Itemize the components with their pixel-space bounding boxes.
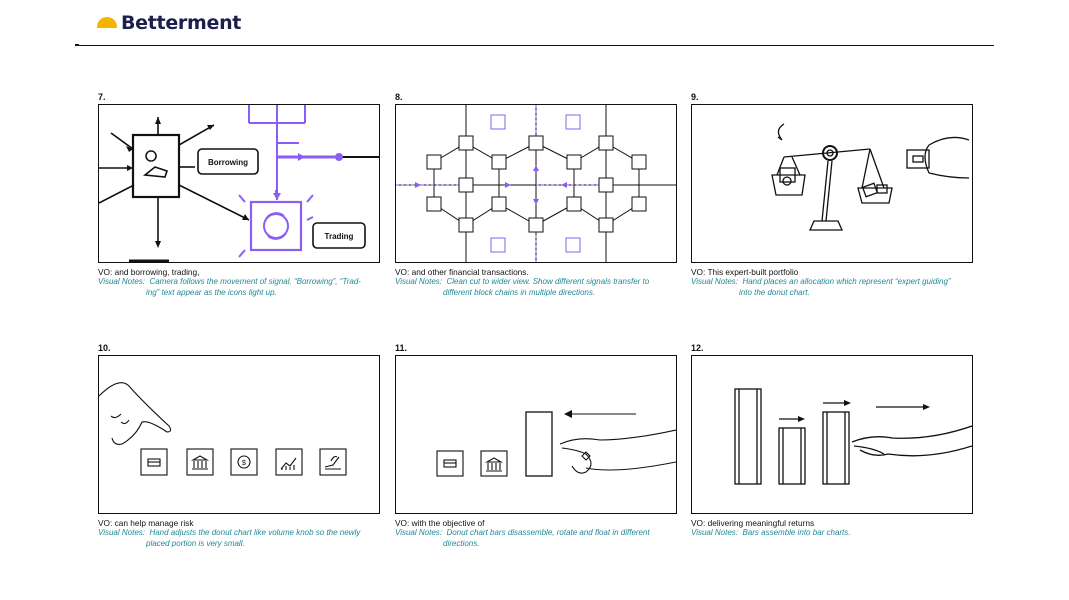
visual-notes-line1: Clean cut to wider view. Show different … <box>446 277 650 286</box>
visual-notes-line1: Camera follows the movement of signal. “… <box>149 277 361 286</box>
visual-notes-label: Visual Notes: <box>691 277 738 286</box>
visual-notes-line2: placed portion is very small. <box>146 538 245 548</box>
borrowing-trading-sketch: Borrowing Trading <box>99 105 379 262</box>
visual-notes-line2: ing” text appear as the icons light up. <box>146 287 277 297</box>
panel-frame <box>395 104 677 263</box>
storyboard-panel-10: 10. $ VO: can help manage risk Visu <box>98 343 380 549</box>
storyboard-panel-12: 12. VO: d <box>691 343 973 539</box>
visual-notes-label: Visual Notes: <box>395 277 442 286</box>
visual-notes-label: Visual Notes: <box>691 528 738 537</box>
visual-notes-line2: different block chains in multiple direc… <box>443 287 596 297</box>
sun-logo-icon <box>97 17 117 28</box>
storyboard-panel-9: 9. <box>691 92 973 298</box>
hand-icons-sketch: $ <box>99 382 347 476</box>
voice-over-text: VO: and borrowing, trading, <box>98 267 200 277</box>
bar-chart-assemble-sketch <box>734 388 972 485</box>
voice-over-text: VO: delivering meaningful returns <box>691 518 815 528</box>
panel-number: 7. <box>98 92 106 102</box>
visual-notes-line1: Donut chart bars disassemble, rotate and… <box>446 528 650 537</box>
header-divider <box>75 44 994 46</box>
panel-frame <box>691 355 973 514</box>
visual-notes: Visual Notes: Bars assemble into bar cha… <box>691 528 973 539</box>
panel-number: 10. <box>98 343 111 353</box>
voice-over-text: VO: This expert-built portfolio <box>691 267 799 277</box>
visual-notes-label: Visual Notes: <box>98 277 145 286</box>
voice-over-text: VO: can help manage risk <box>98 518 194 528</box>
brand-logo: Betterment <box>96 12 241 34</box>
visual-notes: Visual Notes: Hand places an allocation … <box>691 277 973 298</box>
panel-frame: $ <box>98 355 380 514</box>
visual-notes: Visual Notes: Donut chart bars disassemb… <box>395 528 677 549</box>
trading-label: Trading <box>325 232 354 241</box>
panel-frame <box>691 104 973 263</box>
visual-notes-label: Visual Notes: <box>395 528 442 537</box>
bars-disassemble-sketch <box>436 410 676 477</box>
visual-notes-line2: directions. <box>443 538 480 548</box>
visual-notes: Visual Notes: Camera follows the movemen… <box>98 277 380 298</box>
visual-notes-line2: into the donut chart. <box>739 287 810 297</box>
panel-number: 8. <box>395 92 403 102</box>
balance-scale-sketch <box>771 123 970 231</box>
panel-frame: Borrowing Trading <box>98 104 380 263</box>
panel-number: 11. <box>395 343 408 353</box>
visual-notes-line1: Hand adjusts the donut chart like volume… <box>149 528 361 537</box>
panel-frame <box>395 355 677 514</box>
blockchain-network-sketch <box>396 105 676 262</box>
visual-notes-line1: Bars assemble into bar charts. <box>742 528 851 537</box>
borrowing-label: Borrowing <box>208 158 248 167</box>
voice-over-text: VO: and other financial transactions. <box>395 267 529 277</box>
svg-text:$: $ <box>242 460 246 467</box>
storyboard-panel-7: 7. <box>98 92 380 298</box>
visual-notes: Visual Notes: Clean cut to wider view. S… <box>395 277 677 298</box>
visual-notes: Visual Notes: Hand adjusts the donut cha… <box>98 528 380 549</box>
panel-number: 9. <box>691 92 699 102</box>
brand-name: Betterment <box>121 12 242 34</box>
storyboard-panel-11: 11. VO: with the objective of Visual Not… <box>395 343 677 549</box>
visual-notes-label: Visual Notes: <box>98 528 145 537</box>
storyboard-panel-8: 8. <box>395 92 677 298</box>
voice-over-text: VO: with the objective of <box>395 518 485 528</box>
panel-number: 12. <box>691 343 704 353</box>
visual-notes-line1: Hand places an allocation which represen… <box>742 277 951 286</box>
